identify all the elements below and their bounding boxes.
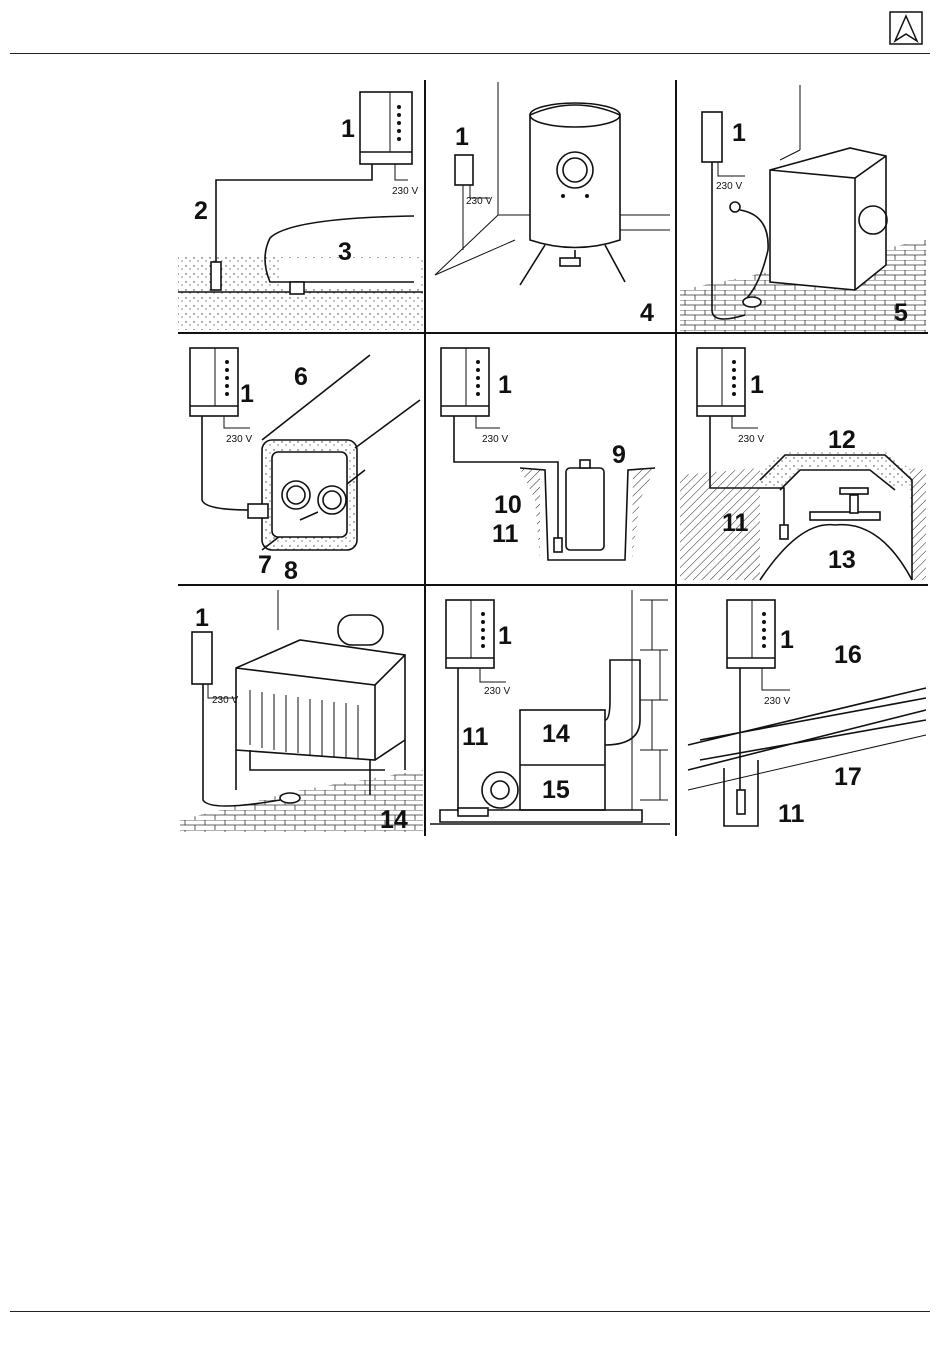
control-unit	[727, 600, 775, 668]
label-7: 7	[258, 551, 272, 579]
label-9: 9	[612, 441, 626, 469]
label-15: 15	[542, 776, 570, 804]
label-14: 14	[542, 720, 570, 748]
label-5: 5	[894, 299, 908, 327]
panel-4: 1 6 7 8 230 V	[190, 348, 420, 585]
label-10: 10	[494, 491, 522, 519]
label-17: 17	[834, 763, 862, 791]
footer-rule	[10, 1311, 930, 1312]
voltage-label: 230 V	[466, 196, 492, 207]
label-1: 1	[750, 371, 764, 399]
label-11: 11	[462, 723, 489, 751]
control-unit	[446, 600, 494, 668]
voltage-label: 230 V	[484, 686, 510, 697]
transformer	[236, 640, 405, 760]
label-2: 2	[194, 197, 208, 225]
panel-7: 1 14 230 V	[180, 590, 423, 834]
label-6: 6	[294, 363, 308, 391]
voltage-label: 230 V	[482, 434, 508, 445]
panel-9: 1 16 17 11 230 V	[688, 600, 926, 828]
voltage-label: 230 V	[392, 186, 418, 197]
label-11: 11	[722, 509, 749, 537]
label-1: 1	[498, 371, 512, 399]
panel-5: 1 9 10 11 230 V	[441, 348, 655, 560]
label-1: 1	[195, 604, 209, 632]
control-unit	[192, 632, 212, 684]
voltage-label: 230 V	[226, 434, 252, 445]
control-unit	[455, 155, 473, 185]
panel-8: 1 11 14 15 230 V	[430, 590, 670, 824]
label-8: 8	[284, 557, 298, 585]
panel-3: 1 5 230 V	[680, 85, 926, 332]
label-4: 4	[640, 299, 654, 327]
control-unit	[702, 112, 722, 162]
label-12: 12	[828, 426, 856, 454]
voltage-label: 230 V	[716, 181, 742, 192]
label-1: 1	[780, 626, 794, 654]
voltage-label: 230 V	[212, 695, 238, 706]
label-1: 1	[240, 380, 254, 408]
panel-2: 1 4 230 V	[435, 82, 670, 327]
label-16: 16	[834, 641, 862, 669]
label-11: 11	[492, 520, 519, 548]
voltage-label: 230 V	[738, 434, 764, 445]
control-unit	[441, 348, 489, 416]
panel-6: 1 12 11 13 230 V	[680, 348, 926, 580]
label-3: 3	[338, 238, 352, 266]
label-1: 1	[341, 115, 355, 143]
voltage-label: 230 V	[764, 696, 790, 707]
control-unit	[360, 92, 412, 164]
storage-tank	[566, 468, 604, 550]
control-unit	[190, 348, 238, 416]
label-14: 14	[380, 806, 408, 834]
label-11: 11	[778, 800, 805, 828]
sensor-probe	[211, 262, 221, 290]
power-cable	[395, 164, 408, 180]
control-unit	[697, 348, 745, 416]
panel-1: 1 2 3 230 V	[178, 92, 423, 330]
label-1: 1	[498, 622, 512, 650]
label-1: 1	[455, 123, 469, 151]
label-13: 13	[828, 546, 856, 574]
label-1: 1	[732, 119, 746, 147]
